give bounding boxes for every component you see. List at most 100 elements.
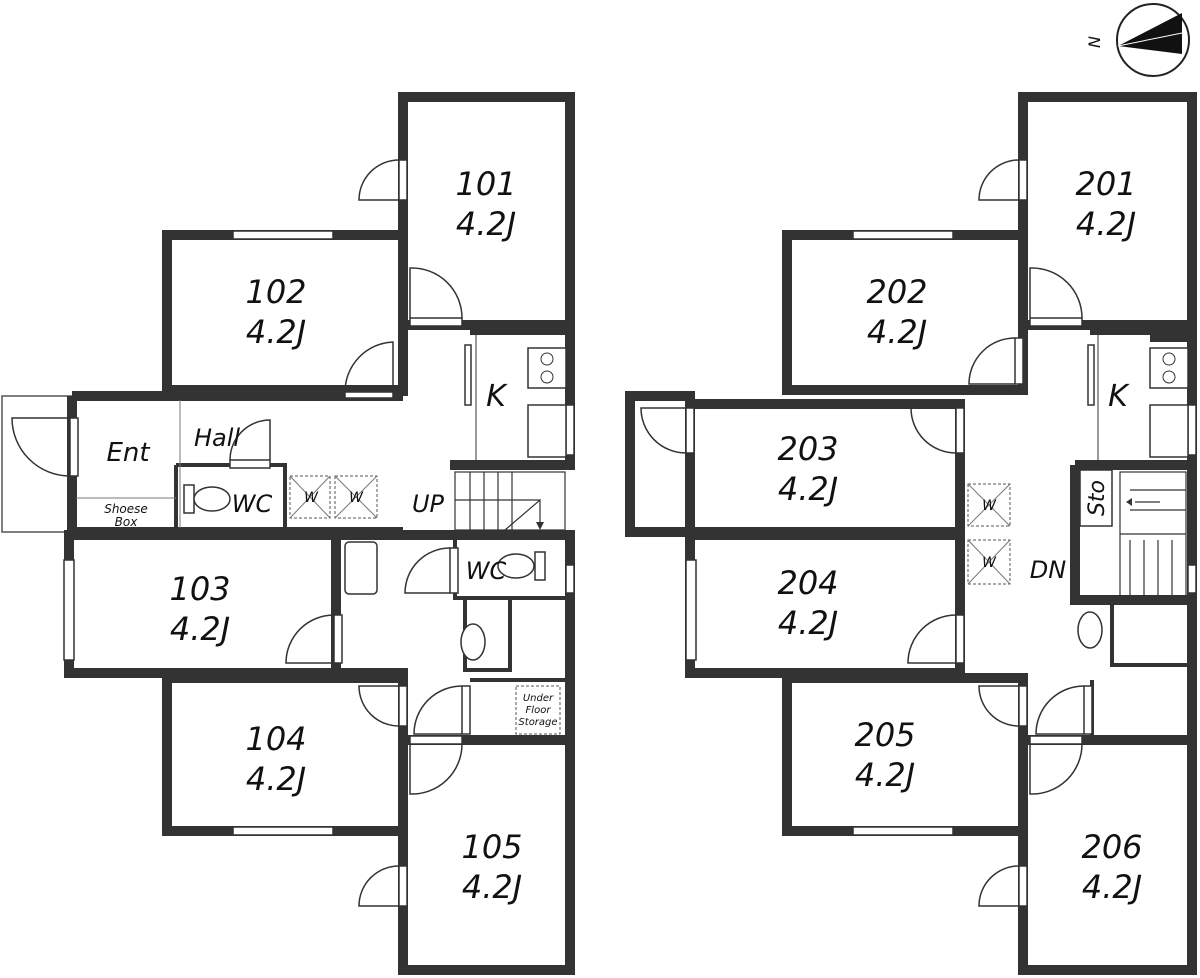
room-205-number: 205 <box>854 716 915 754</box>
washbasin-icon-2 <box>1077 611 1103 649</box>
bathtub-icon <box>344 541 378 595</box>
room-101-size: 4.2J <box>456 205 516 243</box>
kitchen-side-window <box>464 344 472 406</box>
under-floor-label-line2: Floor <box>526 705 552 716</box>
room-206-walls <box>1018 735 1197 975</box>
room-104-window <box>232 826 334 836</box>
storage-box-2 <box>1079 469 1113 527</box>
kitchen-sink-icon <box>527 404 567 458</box>
washroom-door-2[interactable] <box>1035 685 1093 735</box>
room-202-door[interactable] <box>968 337 1024 385</box>
kitchen-label-2: K <box>1108 379 1130 414</box>
kitchen-sink-icon-2 <box>1149 404 1189 458</box>
closet-a-label: W <box>304 490 319 506</box>
stairs-up-label: UP <box>412 490 445 518</box>
closet-b-label: W <box>349 490 364 506</box>
entrance-door[interactable] <box>11 417 79 477</box>
kitchen-window <box>565 404 575 456</box>
room-201-entry-door[interactable] <box>978 159 1028 201</box>
room-202-window <box>852 230 954 240</box>
shoe-box-label-line1: Shoese <box>104 502 148 516</box>
storage-label-2: Sto <box>1085 480 1110 516</box>
shoe-box-label-line2: Box <box>115 515 139 529</box>
room-103-size: 4.2J <box>170 610 230 648</box>
wc-upper-walls <box>176 463 287 530</box>
washbasin-icon <box>460 623 486 661</box>
balcony-west-walls <box>625 391 695 537</box>
core-walls <box>336 530 575 740</box>
washroom-walls-2 <box>1110 605 1192 667</box>
room-204-door[interactable] <box>907 614 965 664</box>
under-floor-label-line3: Storage <box>518 717 557 728</box>
room-103-door[interactable] <box>285 614 343 664</box>
room-101-entry-door[interactable] <box>358 159 408 201</box>
entrance-label: Ent <box>106 438 150 468</box>
room-102-number: 102 <box>245 273 306 311</box>
room-105-entry-door[interactable] <box>358 865 408 907</box>
room-105-number: 105 <box>461 828 522 866</box>
room-203-number: 203 <box>777 430 838 468</box>
stairs-down[interactable] <box>1119 471 1187 597</box>
room-206-number: 206 <box>1081 828 1142 866</box>
stairs-up[interactable] <box>454 471 566 531</box>
room-103-window <box>63 559 75 661</box>
stair-window-2 <box>1187 564 1197 594</box>
room-102-door[interactable] <box>344 341 394 399</box>
room-204-window <box>685 559 697 661</box>
floor-2: 201 4.2J 202 4.2J 203 4.2J 204 4.2J 205 … <box>625 92 1197 975</box>
room-104-number: 104 <box>245 720 306 758</box>
wc-upper-label: WC <box>232 490 273 518</box>
room-202-number: 202 <box>866 273 927 311</box>
kitchen-label: K <box>486 379 508 414</box>
room-104-size: 4.2J <box>246 760 306 798</box>
room-205-door[interactable] <box>978 685 1028 727</box>
wc-lower-label: WC <box>466 557 507 585</box>
room-104-door[interactable] <box>358 685 408 727</box>
room-205-window <box>852 826 954 836</box>
core-walls-2 <box>1090 325 1197 740</box>
entrance-porch <box>1 395 73 533</box>
room-103-number: 103 <box>169 570 230 608</box>
room-203-size: 4.2J <box>778 470 838 508</box>
room-101-number: 101 <box>455 165 516 203</box>
room-201-number: 201 <box>1075 165 1136 203</box>
room-206-entry-door[interactable] <box>978 865 1028 907</box>
room-105-size: 4.2J <box>462 868 522 906</box>
wc-lower-door[interactable] <box>404 547 459 594</box>
room-203-walls <box>685 399 965 537</box>
room-204-number: 204 <box>777 564 838 602</box>
room-203-door[interactable] <box>910 407 965 454</box>
north-arrow-icon <box>1118 13 1182 54</box>
hall-label: Hall <box>194 424 240 452</box>
room-206-size: 4.2J <box>1082 868 1142 906</box>
floor-1: 101 4.2J 102 4.2J 103 4.2J 104 4.2J 105 … <box>1 92 575 975</box>
room-101-inner-door[interactable] <box>409 267 463 327</box>
room-105-inner-door[interactable] <box>409 735 463 795</box>
kitchen-walls <box>450 325 575 470</box>
compass-north-label: N <box>1085 36 1104 48</box>
balcony-west-door[interactable] <box>640 407 695 454</box>
kitchen-side-window-2 <box>1087 344 1095 406</box>
stair-walls-2 <box>1070 465 1192 605</box>
stairs-down-label: DN <box>1030 556 1066 584</box>
under-floor-label-line1: Under <box>523 693 554 704</box>
wc-lower-window <box>565 564 575 594</box>
kitchen-window-2 <box>1187 404 1197 456</box>
room-201-inner-door[interactable] <box>1029 267 1083 327</box>
toilet-lower-icon <box>497 551 546 581</box>
under-floor-storage <box>515 685 561 735</box>
room-102-window <box>232 230 334 240</box>
closet-d-label: W <box>982 555 997 571</box>
room-202-size: 4.2J <box>867 313 927 351</box>
toilet-upper-icon <box>183 484 231 514</box>
room-205-size: 4.2J <box>855 756 915 794</box>
room-204-size: 4.2J <box>778 604 838 642</box>
room-206-inner-door[interactable] <box>1029 735 1083 795</box>
washroom-door[interactable] <box>413 685 471 735</box>
room-205-walls <box>782 673 1028 836</box>
compass: N <box>1085 3 1190 77</box>
closet-c-label: W <box>982 498 997 514</box>
room-201-size: 4.2J <box>1076 205 1136 243</box>
hall-door[interactable] <box>229 419 271 469</box>
